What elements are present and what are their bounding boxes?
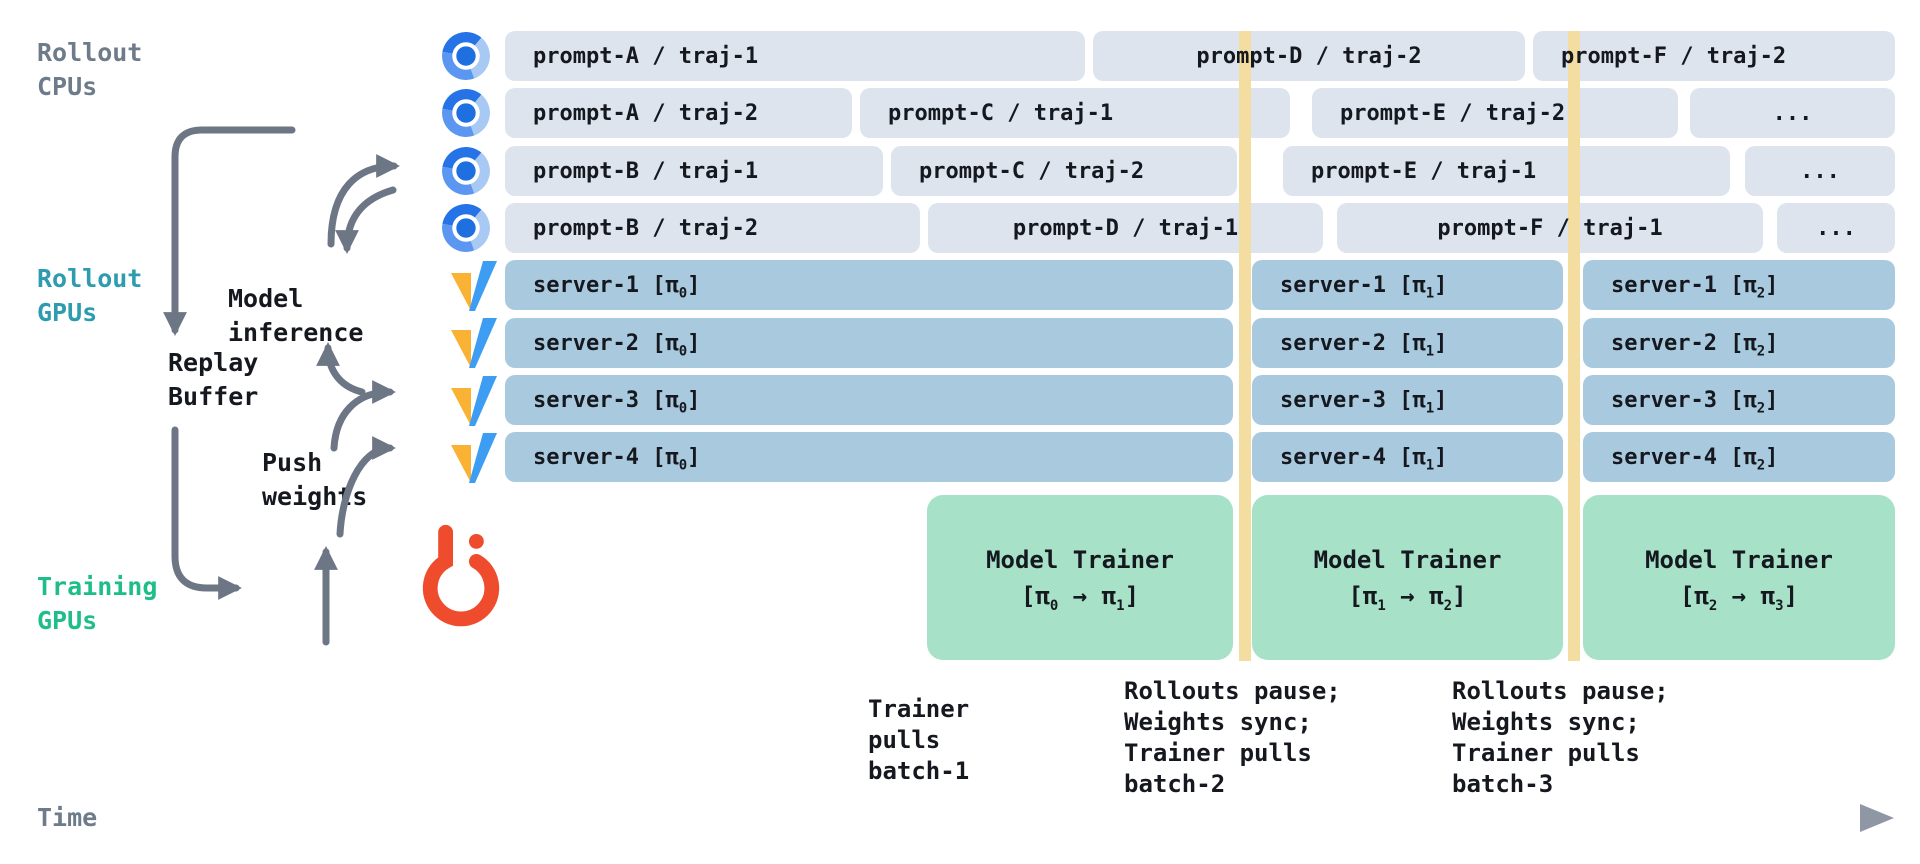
cpu-task-bar: prompt-A / traj-2 xyxy=(505,88,852,138)
cpu-task-label: prompt-E / traj-1 xyxy=(1311,158,1537,184)
cpu-task-bar: prompt-D / traj-1 xyxy=(928,203,1323,253)
gpu-server-label: server-1 [π0] xyxy=(533,272,701,301)
cpu-task-bar: ... xyxy=(1745,146,1895,196)
cpu-task-bar: prompt-B / traj-1 xyxy=(505,146,883,196)
annotation-batch-1: Trainer pulls batch-1 xyxy=(868,695,970,785)
cpu-task-label: prompt-A / traj-2 xyxy=(533,100,759,126)
cpu-task-bar: prompt-F / traj-1 xyxy=(1337,203,1763,253)
gpu-server-bar: server-4 [π1] xyxy=(1252,432,1563,482)
trainer-policy-transition: [π1 → π2] xyxy=(1348,581,1467,614)
cpu-task-label: prompt-F / traj-1 xyxy=(1437,215,1663,241)
gpu-server-label: server-2 [π2] xyxy=(1611,330,1779,359)
chromium-browser-icon xyxy=(441,88,491,138)
time-axis-label: Time xyxy=(37,803,98,832)
vllm-icon xyxy=(447,431,501,485)
trainer-policy-transition: [π0 → π1] xyxy=(1020,581,1140,614)
cpu-task-bar: prompt-D / traj-2 xyxy=(1093,31,1525,81)
gpu-server-label: server-3 [π2] xyxy=(1611,387,1779,416)
cpu-task-bar: ... xyxy=(1777,203,1895,253)
chromium-browser-icon xyxy=(441,31,491,81)
gpu-server-label: server-4 [π0] xyxy=(533,444,701,473)
chromium-browser-icon xyxy=(441,146,491,196)
cpu-task-label: prompt-C / traj-1 xyxy=(888,100,1114,126)
gpu-server-bar: server-2 [π1] xyxy=(1252,318,1563,368)
cpu-task-label: prompt-D / traj-1 xyxy=(1012,215,1239,241)
gpu-server-bar: server-3 [π1] xyxy=(1252,375,1563,425)
cpu-task-label: prompt-A / traj-1 xyxy=(533,43,759,69)
cpu-task-label: prompt-F / traj-2 xyxy=(1561,43,1787,69)
replay-buffer-label: Replay Buffer xyxy=(168,348,259,411)
cpu-task-bar: prompt-B / traj-2 xyxy=(505,203,920,253)
gpu-server-bar: server-3 [π0] xyxy=(505,375,1233,425)
vllm-icon xyxy=(447,374,501,428)
gpu-server-bar: server-4 [π2] xyxy=(1583,432,1895,482)
model-trainer-block: Model Trainer [π2 → π3] xyxy=(1583,495,1895,660)
vllm-icon xyxy=(447,259,501,313)
cpu-task-bar: prompt-A / traj-1 xyxy=(505,31,1085,81)
model-trainer-block: Model Trainer [π1 → π2] xyxy=(1252,495,1563,660)
rollout-gpus-label: Rollout GPUs xyxy=(37,264,143,327)
gpu-server-label: server-3 [π0] xyxy=(533,387,701,416)
gpu-server-label: server-2 [π0] xyxy=(533,330,701,359)
model-trainer-block: Model Trainer [π0 → π1] xyxy=(927,495,1233,660)
gpu-server-bar: server-2 [π0] xyxy=(505,318,1233,368)
annotation-batch-2: Rollouts pause; Weights sync; Trainer pu… xyxy=(1124,677,1341,798)
gpu-server-bar: server-2 [π2] xyxy=(1583,318,1895,368)
trainer-title: Model Trainer xyxy=(986,545,1174,574)
pytorch-icon xyxy=(404,522,518,636)
trainer-title: Model Trainer xyxy=(1313,545,1502,574)
vllm-icon xyxy=(447,316,501,370)
gpu-server-label: server-4 [π1] xyxy=(1280,444,1448,473)
gpu-server-bar: server-1 [π2] xyxy=(1583,260,1895,310)
gpu-server-label: server-2 [π1] xyxy=(1280,330,1448,359)
cpu-task-label: prompt-E / traj-2 xyxy=(1340,100,1566,126)
gpu-server-bar: server-1 [π0] xyxy=(505,260,1233,310)
training-gpus-label: Training GPUs xyxy=(37,572,158,635)
cpu-task-bar: prompt-F / traj-2 xyxy=(1533,31,1895,81)
cpu-task-label: prompt-B / traj-2 xyxy=(533,215,759,241)
gpu-server-label: server-1 [π2] xyxy=(1611,272,1779,301)
cpu-task-bar: prompt-E / traj-2 xyxy=(1312,88,1678,138)
cpu-task-label: ... xyxy=(1816,215,1856,241)
cpu-task-label: prompt-C / traj-2 xyxy=(919,158,1145,184)
trainer-title: Model Trainer xyxy=(1645,545,1833,574)
cpu-task-bar: ... xyxy=(1690,88,1895,138)
gpu-server-label: server-1 [π1] xyxy=(1280,272,1448,301)
cpu-task-label: prompt-B / traj-1 xyxy=(533,158,759,184)
cpu-task-label: ... xyxy=(1800,158,1840,184)
chromium-browser-icon xyxy=(441,203,491,253)
gpu-server-label: server-4 [π2] xyxy=(1611,444,1779,473)
gpu-server-bar: server-1 [π1] xyxy=(1252,260,1563,310)
weight-sync-stripe xyxy=(1239,31,1251,661)
gpu-server-label: server-3 [π1] xyxy=(1280,387,1448,416)
cpu-task-label: ... xyxy=(1772,100,1813,126)
cpu-task-bar: prompt-C / traj-2 xyxy=(891,146,1237,196)
gpu-server-bar: server-3 [π2] xyxy=(1583,375,1895,425)
trainer-policy-transition: [π2 → π3] xyxy=(1679,581,1799,614)
rollout-cpus-label: Rollout CPUs xyxy=(37,38,143,101)
gpu-server-bar: server-4 [π0] xyxy=(505,432,1233,482)
weight-sync-stripe xyxy=(1568,31,1580,661)
cpu-task-bar: prompt-C / traj-1 xyxy=(860,88,1290,138)
cpu-task-label: prompt-D / traj-2 xyxy=(1196,43,1422,69)
annotation-batch-3: Rollouts pause; Weights sync; Trainer pu… xyxy=(1452,677,1669,798)
cpu-task-bar: prompt-E / traj-1 xyxy=(1283,146,1730,196)
